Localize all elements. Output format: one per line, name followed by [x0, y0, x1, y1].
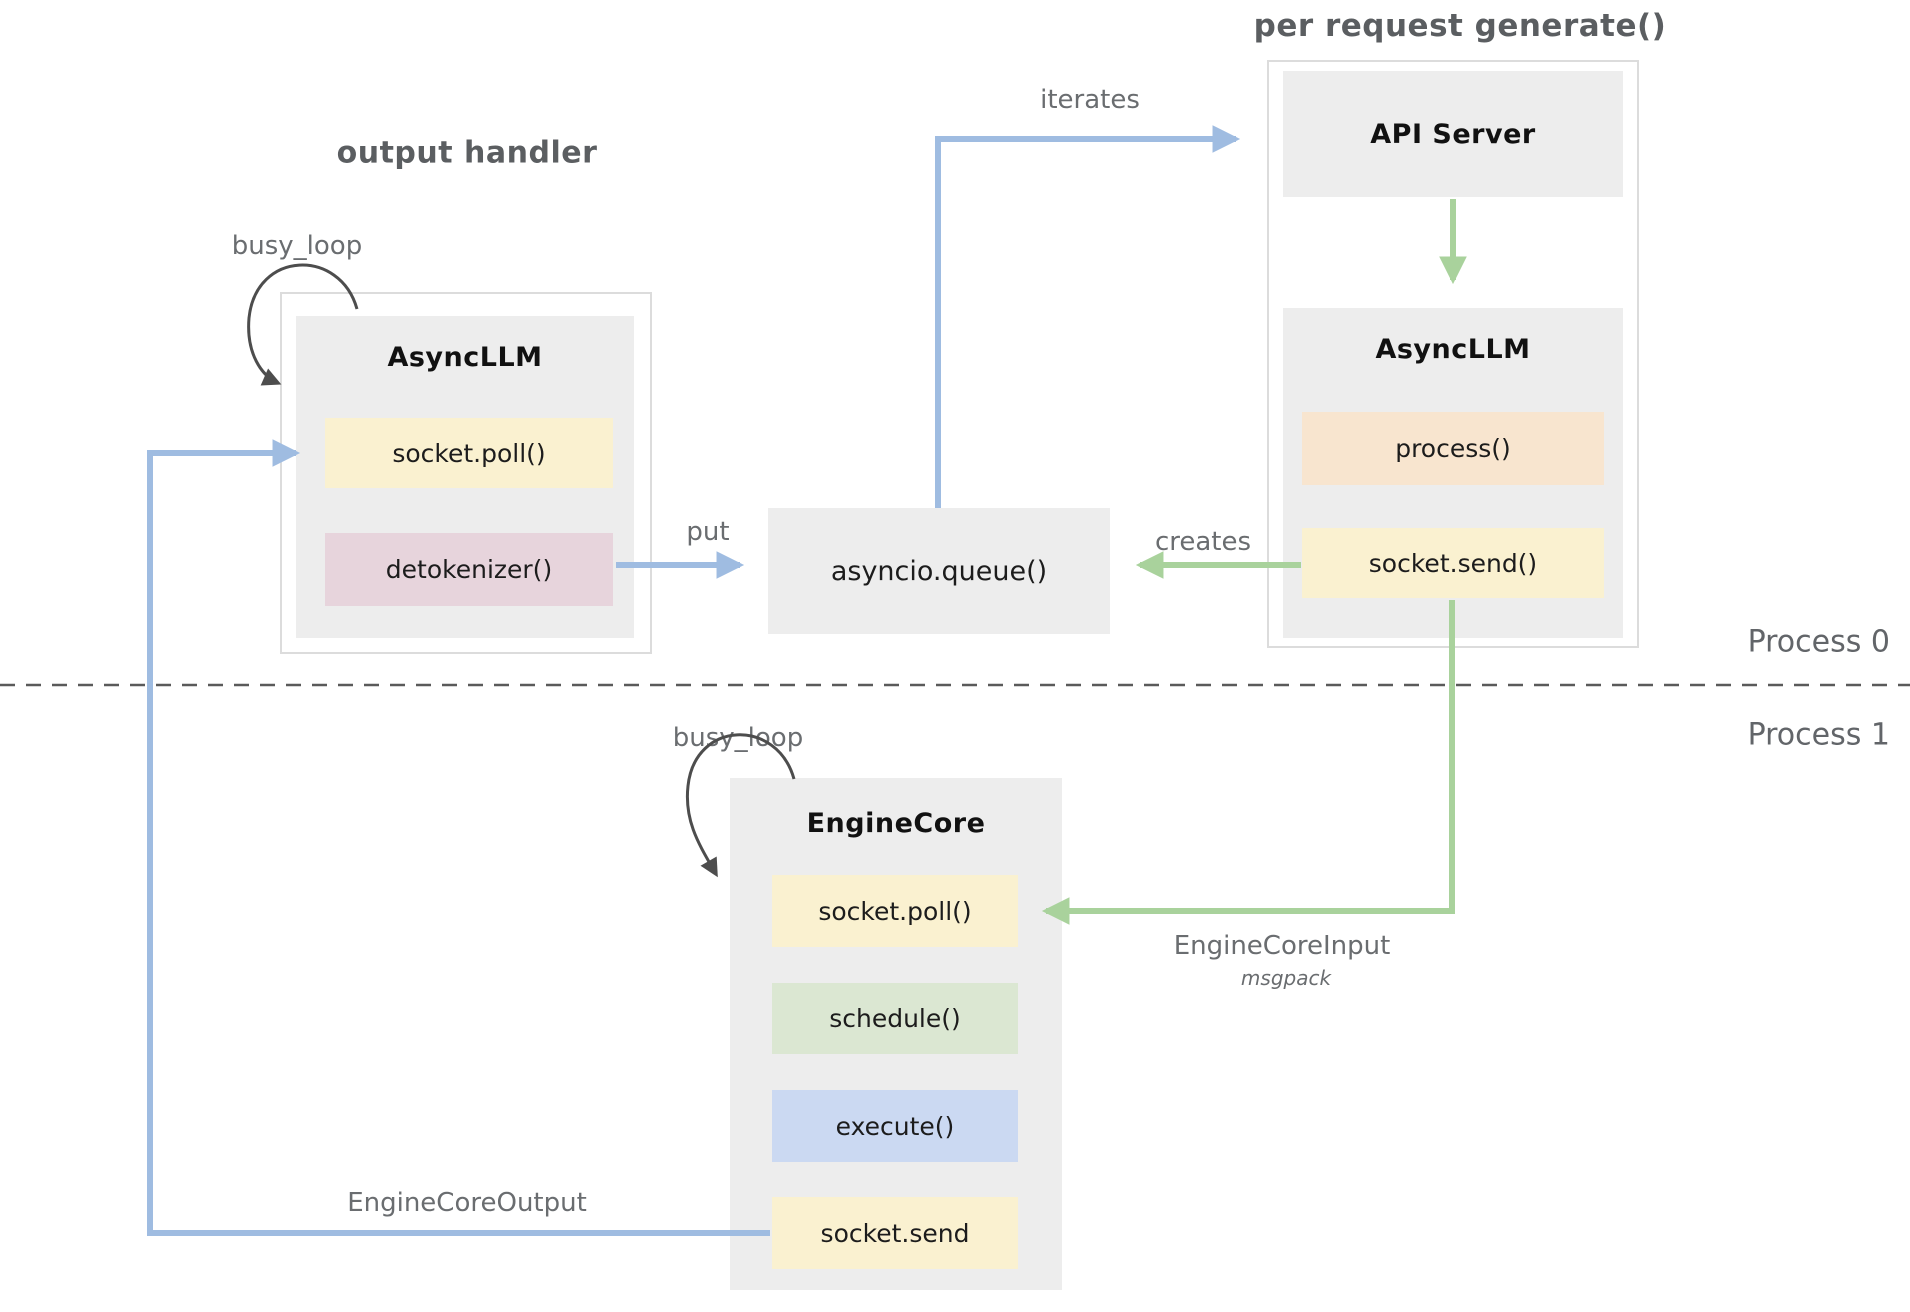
- msgpack-label: msgpack: [1240, 966, 1332, 990]
- socket-poll-chip-left: socket.poll(): [325, 418, 613, 488]
- asyncio-queue-node: asyncio.queue(): [768, 508, 1110, 634]
- engine-core-title: EngineCore: [806, 808, 986, 839]
- put-label: put: [686, 517, 730, 547]
- iterates-arrow: [935, 125, 1241, 508]
- socket-poll-chip-engine: socket.poll(): [772, 875, 1018, 947]
- api-server-node: API Server: [1283, 71, 1623, 197]
- socket-send-chip-engine: socket.send: [772, 1197, 1018, 1269]
- process-0-label: Process 0: [1747, 624, 1890, 660]
- schedule-chip: schedule(): [772, 983, 1018, 1054]
- engine-core-input-label: EngineCoreInput: [1173, 931, 1391, 961]
- execute-chip: execute(): [772, 1090, 1018, 1162]
- creates-label: creates: [1154, 527, 1252, 557]
- process-chip: process(): [1302, 412, 1604, 485]
- busy-loop-label-engine: busy_loop: [672, 723, 804, 753]
- iterates-label: iterates: [1040, 85, 1140, 115]
- async-llm-left-title: AsyncLLM: [387, 342, 543, 373]
- engine-core-output-label: EngineCoreOutput: [347, 1188, 587, 1218]
- socket-send-chip-right: socket.send(): [1302, 528, 1604, 598]
- async-llm-right-title: AsyncLLM: [1375, 334, 1531, 365]
- busy-loop-label-left: busy_loop: [231, 231, 363, 261]
- process-1-label: Process 1: [1747, 717, 1890, 753]
- detokenizer-chip: detokenizer(): [325, 533, 613, 606]
- per-request-generate-title: per request generate(): [1253, 8, 1667, 44]
- output-handler-title: output handler: [336, 135, 598, 171]
- api-server-title: API Server: [1370, 118, 1536, 150]
